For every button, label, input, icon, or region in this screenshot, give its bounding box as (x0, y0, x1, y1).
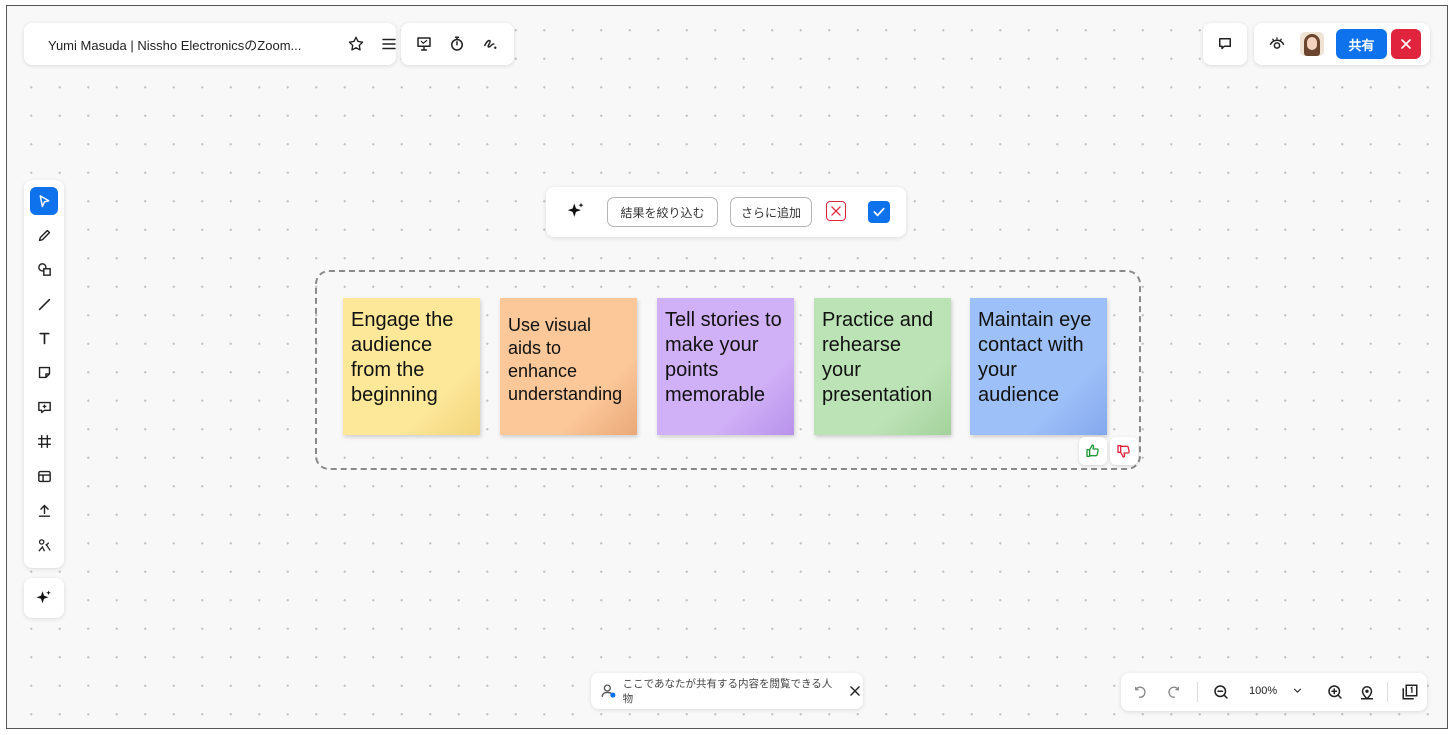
refine-results-button[interactable]: 結果を絞り込む (607, 197, 718, 227)
presentation-tools-panel (401, 23, 514, 65)
sparkle-icon (36, 590, 51, 604)
ai-generation-bar: 結果を絞り込む さらに追加 (546, 187, 906, 237)
shapes-icon (37, 262, 51, 276)
thumbs-down-icon (1117, 445, 1130, 458)
title-panel: Yumi Masuda | Nissho ElectronicsのZoom... (24, 23, 396, 65)
audience-notice: ここであなたが共有する内容を閲覧できる人物 (591, 673, 863, 709)
divider (1197, 682, 1198, 702)
sticky-note-icon (38, 366, 50, 378)
zoom-level: 100% (1249, 684, 1278, 697)
pages-icon (1402, 684, 1418, 700)
zoom-level-select[interactable]: 100% (1249, 684, 1304, 697)
close-icon (850, 686, 860, 696)
add-more-button[interactable]: さらに追加 (730, 197, 812, 227)
view-icon[interactable] (1263, 30, 1291, 58)
thumbs-up-button[interactable] (1079, 437, 1107, 465)
sticky-note[interactable]: Maintain eye contact with your audience (970, 298, 1107, 435)
undo-icon (1135, 686, 1146, 698)
comment-icon (37, 401, 51, 413)
reject-button[interactable] (826, 201, 846, 221)
upload-icon (38, 504, 50, 517)
zoom-out-icon (1214, 685, 1228, 699)
more-tools-button[interactable] (30, 531, 58, 559)
sticky-note[interactable]: Practice and rehearse your presentation (814, 298, 951, 435)
menu-icon[interactable] (375, 30, 403, 58)
frame-icon (37, 434, 51, 448)
share-panel: 共有 (1254, 23, 1430, 65)
close-icon (1401, 39, 1411, 49)
template-icon (37, 470, 51, 482)
shapes-tool[interactable] (30, 255, 58, 283)
whiteboard-canvas[interactable]: Yumi Masuda | Nissho ElectronicsのZoom... (6, 5, 1448, 729)
more-tools-icon (37, 538, 51, 552)
zoom-in-icon (1328, 685, 1342, 699)
zoom-out-button[interactable] (1207, 678, 1235, 706)
text-icon (38, 332, 50, 344)
timer-icon[interactable] (443, 30, 471, 58)
checkmark-icon (873, 207, 885, 217)
fit-to-screen-button[interactable] (1353, 678, 1381, 706)
generated-group-frame[interactable] (315, 270, 1141, 470)
template-tool[interactable] (30, 462, 58, 490)
present-icon[interactable] (410, 30, 438, 58)
pages-button[interactable] (1396, 678, 1424, 706)
ai-assistant-button[interactable] (24, 578, 64, 618)
sticky-note[interactable]: Tell stories to make your points memorab… (657, 298, 794, 435)
select-tool[interactable] (30, 187, 58, 215)
chevron-down-icon (1294, 688, 1302, 693)
share-button[interactable]: 共有 (1336, 29, 1387, 59)
undo-button[interactable] (1127, 678, 1155, 706)
sticky-note-tool[interactable] (30, 358, 58, 386)
pen-icon (38, 229, 50, 241)
divider (1387, 682, 1388, 702)
text-tool[interactable] (30, 324, 58, 352)
people-icon (601, 684, 616, 698)
laser-pointer-icon[interactable] (476, 30, 504, 58)
select-icon (39, 194, 49, 207)
sparkle-icon (566, 201, 588, 223)
line-icon (38, 298, 50, 310)
comment-tool[interactable] (30, 393, 58, 421)
pen-tool[interactable] (30, 221, 58, 249)
redo-button[interactable] (1159, 678, 1187, 706)
sticky-note[interactable]: Use visual aids to enhance understanding (500, 298, 637, 435)
star-icon[interactable] (342, 30, 370, 58)
line-tool[interactable] (30, 290, 58, 318)
dismiss-notice-button[interactable] (847, 683, 863, 699)
zoom-in-button[interactable] (1321, 678, 1349, 706)
zoom-bar: 100% (1121, 673, 1427, 711)
upload-tool[interactable] (30, 496, 58, 524)
redo-icon (1168, 686, 1179, 698)
accept-button[interactable] (868, 201, 890, 223)
thumbs-down-button[interactable] (1110, 437, 1138, 465)
sticky-note[interactable]: Engage the audience from the beginning (343, 298, 480, 435)
comment-icon[interactable] (1211, 30, 1239, 58)
close-icon (831, 206, 841, 216)
thumbs-up-icon (1086, 444, 1099, 457)
locate-icon (1361, 686, 1373, 700)
comments-panel (1203, 23, 1247, 65)
board-title[interactable]: Yumi Masuda | Nissho ElectronicsのZoom... (48, 37, 302, 53)
frame-tool[interactable] (30, 427, 58, 455)
audience-notice-text: ここであなたが共有する内容を閲覧できる人物 (622, 678, 833, 705)
avatar[interactable] (1300, 32, 1324, 56)
close-button[interactable] (1391, 29, 1421, 59)
left-toolbar (24, 180, 64, 568)
